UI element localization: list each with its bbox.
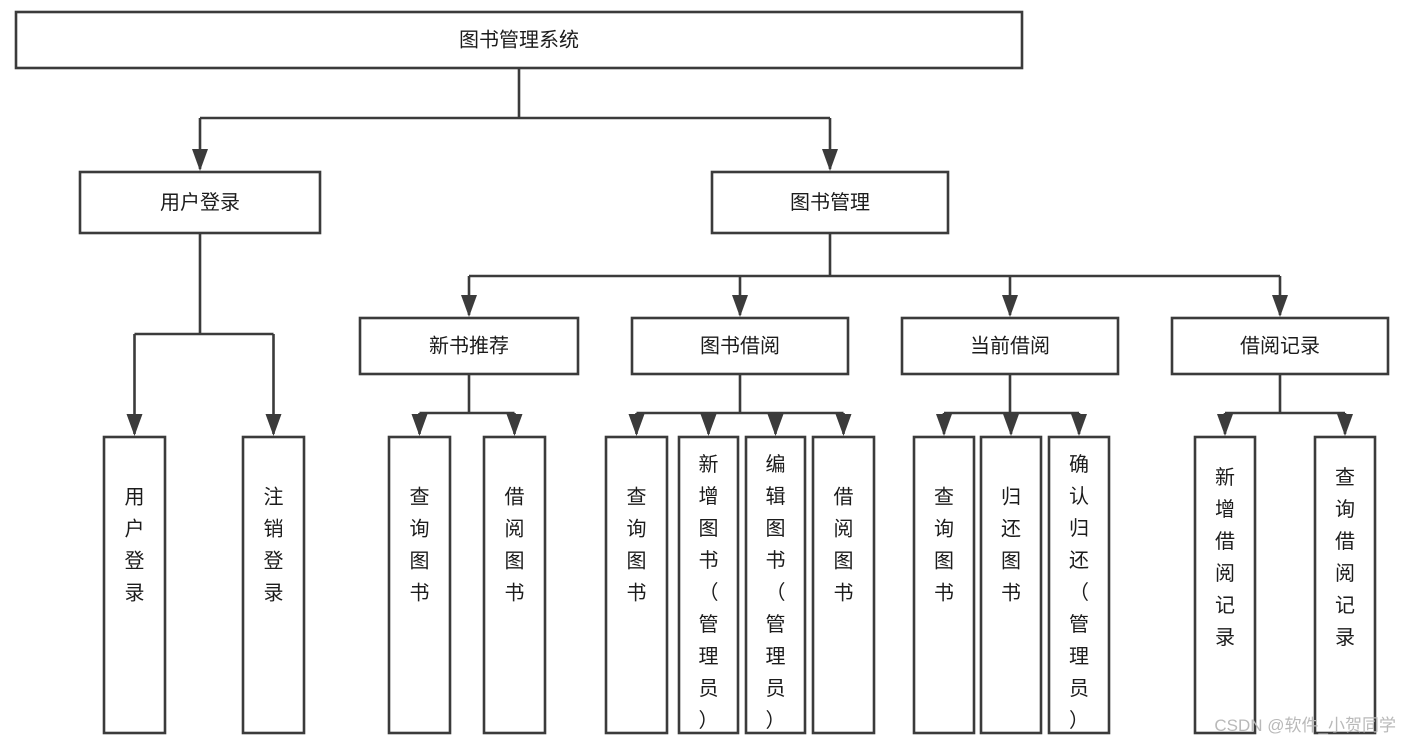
node-leaf-6[interactable]: 编辑图书（管理员） [744, 435, 807, 735]
node-label: 图书借阅 [700, 334, 780, 357]
node-root[interactable]: 图书管理系统 [14, 10, 1024, 70]
node-box [1170, 316, 1390, 376]
csdn-watermark: CSDN @软件_小贺同学 [1214, 716, 1396, 735]
node-leaf-3[interactable]: 借阅图书 [482, 435, 547, 735]
arrow-head-icon-level3-0 [461, 295, 477, 317]
node-leaf-12[interactable]: 查询借阅记录 [1313, 435, 1377, 735]
node-label: 用户登录 [160, 191, 240, 214]
node-level3-0[interactable]: 新书推荐 [358, 316, 580, 376]
node-label: 新增借阅记录 [1215, 466, 1235, 649]
arrow-head-icon-leaf-2-3 [835, 414, 852, 436]
node-label: 查询图书 [410, 485, 430, 604]
node-box [604, 435, 669, 735]
node-level2-0[interactable]: 用户登录 [78, 170, 322, 235]
arrow-head-icon-leaf-4-1 [1337, 414, 1353, 436]
node-box [677, 435, 740, 735]
node-label: 借阅图书 [505, 485, 525, 604]
node-label: 新增图书（管理员） [699, 453, 719, 732]
node-label: 借阅图书 [834, 485, 854, 604]
arrow-head-icon-level3-1 [732, 295, 748, 317]
arrow-head-icon-leaf-1-1 [506, 414, 523, 436]
node-label: 借阅记录 [1240, 334, 1320, 357]
nodes-layer: 图书管理系统用户登录图书管理新书推荐图书借阅当前借阅借阅记录用户登录注销登录查询… [14, 10, 1390, 735]
node-box [78, 170, 322, 235]
node-label: 查询图书 [627, 485, 647, 604]
arrow-head-icon-level3-2 [1002, 295, 1018, 317]
node-leaf-7[interactable]: 借阅图书 [811, 435, 876, 735]
node-box [979, 435, 1043, 735]
arrow-head-icon-leaf-0-0 [126, 414, 143, 436]
node-label: 查询图书 [934, 485, 954, 604]
arrow-head-icon-leaf-2-1 [700, 414, 717, 436]
arrow-head-icon-leaf-4-0 [1217, 414, 1233, 436]
node-label: 新书推荐 [429, 334, 509, 357]
node-label: 确认归还（管理员） [1069, 453, 1089, 732]
node-level2-1[interactable]: 图书管理 [710, 170, 950, 235]
node-box [811, 435, 876, 735]
arrow-head-icon-leaf-1-0 [411, 414, 428, 436]
node-label: 图书管理 [790, 191, 870, 214]
node-box [102, 435, 167, 735]
node-leaf-2[interactable]: 查询图书 [387, 435, 452, 735]
node-box [900, 316, 1120, 376]
node-leaf-0[interactable]: 用户登录 [102, 435, 167, 735]
node-box [912, 435, 976, 735]
node-box [482, 435, 547, 735]
node-label: 当前借阅 [970, 334, 1050, 357]
node-label: 查询借阅记录 [1335, 466, 1355, 649]
node-box [358, 316, 580, 376]
arrow-head-icon-leaf-3-0 [936, 414, 952, 436]
arrow-head-icon-level2-0 [192, 149, 208, 171]
node-box [710, 170, 950, 235]
arrow-head-icon-level2-1 [822, 149, 838, 171]
node-leaf-10[interactable]: 确认归还（管理员） [1047, 435, 1111, 735]
node-leaf-9[interactable]: 归还图书 [979, 435, 1043, 735]
connectors-layer [126, 68, 1353, 436]
node-box [630, 316, 850, 376]
node-box [241, 435, 306, 735]
arrow-head-icon-level3-3 [1272, 295, 1288, 317]
node-leaf-11[interactable]: 新增借阅记录 [1193, 435, 1257, 735]
arrow-head-icon-leaf-3-1 [1003, 414, 1019, 436]
node-leaf-1[interactable]: 注销登录 [241, 435, 306, 735]
node-box [14, 10, 1024, 70]
node-label: 图书管理系统 [459, 28, 579, 51]
arrow-head-icon-leaf-0-1 [265, 414, 282, 436]
node-box [744, 435, 807, 735]
arrow-head-icon-leaf-2-0 [628, 414, 645, 436]
node-box [387, 435, 452, 735]
node-leaf-5[interactable]: 新增图书（管理员） [677, 435, 740, 735]
node-level3-2[interactable]: 当前借阅 [900, 316, 1120, 376]
arrow-head-icon-leaf-3-2 [1071, 414, 1087, 436]
node-level3-1[interactable]: 图书借阅 [630, 316, 850, 376]
node-level3-3[interactable]: 借阅记录 [1170, 316, 1390, 376]
node-label: 归还图书 [1001, 485, 1021, 604]
node-box [1193, 435, 1257, 735]
node-box [1313, 435, 1377, 735]
node-label: 编辑图书（管理员） [766, 453, 786, 732]
node-label: 注销登录 [264, 485, 284, 604]
node-leaf-4[interactable]: 查询图书 [604, 435, 669, 735]
arrow-head-icon-leaf-2-2 [767, 414, 784, 436]
node-leaf-8[interactable]: 查询图书 [912, 435, 976, 735]
node-box [1047, 435, 1111, 735]
node-label: 用户登录 [125, 486, 145, 604]
